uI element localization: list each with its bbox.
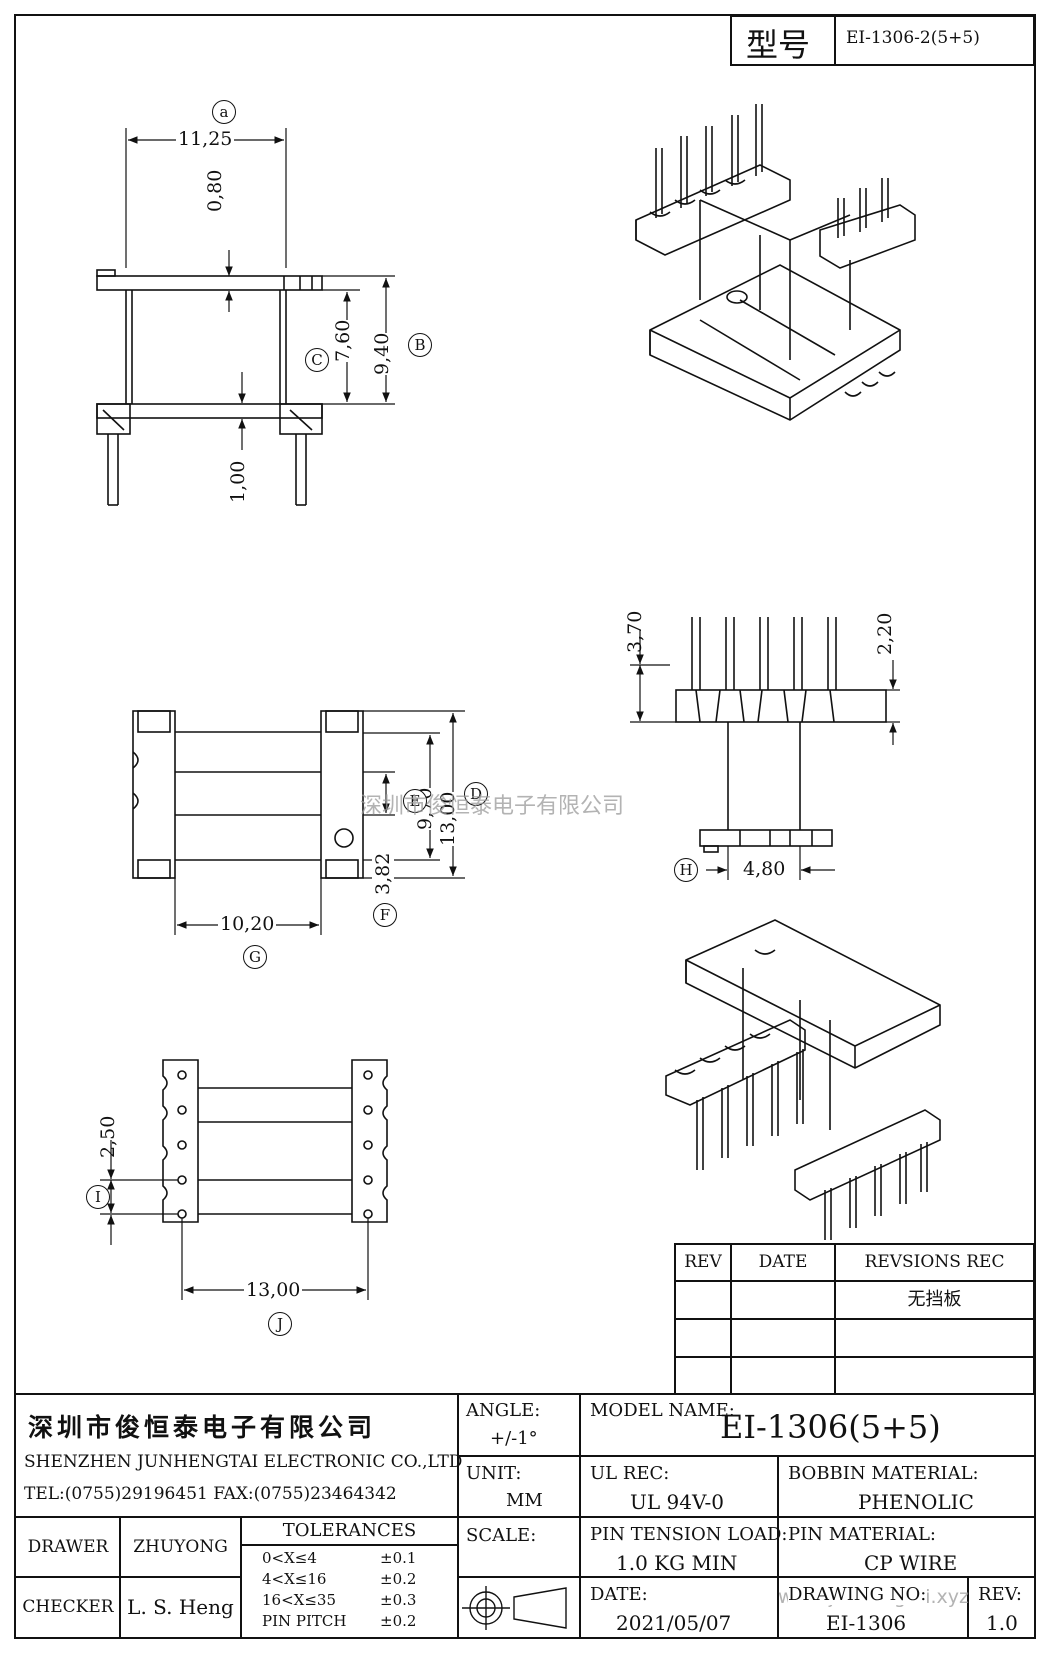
checker-value: L. S. Heng bbox=[127, 1595, 234, 1619]
tolerance-range: 4<X≤16 bbox=[262, 1570, 327, 1588]
projection-symbol bbox=[462, 1586, 567, 1630]
model-name-label: MODEL NAME: bbox=[590, 1400, 735, 1421]
tolerance-value: ±0.3 bbox=[380, 1591, 417, 1609]
unit-label: UNIT: bbox=[466, 1463, 522, 1484]
angle-value: +/-1° bbox=[490, 1428, 538, 1449]
dim-flange-height: 2,20 bbox=[874, 612, 896, 655]
dim-window-height: 7,60 bbox=[332, 319, 354, 362]
dim-core: 3,82 bbox=[372, 852, 394, 895]
bobbin-material-label: BOBBIN MATERIAL: bbox=[788, 1463, 979, 1484]
pin-material-label: PIN MATERIAL: bbox=[788, 1524, 936, 1545]
rev-header-rec: REVSIONS REC bbox=[864, 1252, 1005, 1272]
ref-marker-g: G bbox=[243, 945, 267, 969]
date-label: DATE: bbox=[590, 1584, 648, 1605]
model-name-value: EI-1306(5+5) bbox=[720, 1408, 941, 1446]
ul-value: UL 94V-0 bbox=[630, 1490, 725, 1514]
pin-material-value: CP WIRE bbox=[864, 1551, 958, 1575]
tolerance-value: ±0.2 bbox=[380, 1612, 417, 1630]
model-header-value: EI-1306-2(5+5) bbox=[846, 28, 980, 48]
ref-marker-b: B bbox=[408, 333, 432, 357]
rev-header-rev: REV bbox=[684, 1252, 722, 1272]
ul-label: UL REC: bbox=[590, 1463, 670, 1484]
dim-pitch: 2,50 bbox=[97, 1115, 119, 1158]
tolerances-title: TOLERANCES bbox=[282, 1520, 417, 1541]
drawing-frame bbox=[14, 14, 1036, 1639]
company-contact: TEL:(0755)29196451 FAX:(0755)23464342 bbox=[24, 1484, 397, 1504]
angle-label: ANGLE: bbox=[466, 1400, 541, 1421]
tolerance-range: PIN PITCH bbox=[262, 1612, 347, 1630]
drawing-no-label: DRAWING NO: bbox=[788, 1584, 927, 1605]
ref-marker-d: D bbox=[464, 782, 488, 806]
dim-width: 11,25 bbox=[176, 128, 235, 150]
scale-label: SCALE: bbox=[466, 1525, 537, 1546]
company-name-cn: 深圳市俊恒泰电子有限公司 bbox=[28, 1413, 377, 1442]
dim-pin-length: 3,70 bbox=[624, 610, 646, 653]
drawer-value: ZHUYONG bbox=[133, 1537, 228, 1557]
ref-marker-h: H bbox=[674, 858, 698, 882]
bobbin-material-value: PHENOLIC bbox=[858, 1490, 974, 1514]
date-value: 2021/05/07 bbox=[616, 1611, 732, 1635]
dim-total-height: 9,40 bbox=[371, 332, 393, 375]
company-name-en: SHENZHEN JUNHENGTAI ELECTRONIC CO.,LTD bbox=[24, 1452, 463, 1472]
dim-base-width: 4,80 bbox=[741, 858, 788, 880]
ref-marker-i: I bbox=[86, 1185, 110, 1209]
front-view bbox=[96, 269, 323, 506]
dim-bottom-thickness: 1,00 bbox=[227, 460, 249, 503]
tolerance-range: 0<X≤4 bbox=[262, 1549, 317, 1567]
rev-value: 1.0 bbox=[986, 1611, 1018, 1635]
iso-view-top bbox=[635, 104, 916, 421]
bottom-view bbox=[162, 1059, 388, 1223]
dim-length: 10,20 bbox=[218, 913, 277, 935]
rev-label: REV: bbox=[978, 1584, 1022, 1605]
ref-marker-j: J bbox=[268, 1312, 292, 1336]
iso-view-bottom bbox=[665, 919, 941, 1240]
unit-value: MM bbox=[506, 1490, 543, 1511]
drawer-label: DRAWER bbox=[27, 1537, 109, 1557]
rev-row-1-rec: 无挡板 bbox=[907, 1289, 962, 1310]
model-header-label: 型号 bbox=[746, 26, 811, 64]
checker-label: CHECKER bbox=[22, 1597, 114, 1617]
tolerance-value: ±0.2 bbox=[380, 1570, 417, 1588]
pin-tension-value: 1.0 KG MIN bbox=[616, 1551, 738, 1575]
ref-marker-a: a bbox=[212, 100, 236, 124]
ref-marker-f: F bbox=[373, 903, 397, 927]
pin-tension-label: PIN TENSION LOAD: bbox=[590, 1524, 788, 1545]
ref-marker-c: C bbox=[305, 348, 329, 372]
top-view bbox=[132, 710, 364, 879]
ref-marker-e: E bbox=[403, 789, 427, 813]
side-view bbox=[675, 617, 887, 853]
dim-row-spacing: 13,00 bbox=[244, 1279, 303, 1301]
watermark-company: 深圳市俊恒泰电子有限公司 bbox=[360, 794, 625, 819]
rev-header-date: DATE bbox=[758, 1252, 808, 1272]
dim-top-thickness: 0,80 bbox=[204, 169, 226, 212]
drawing-no-value: EI-1306 bbox=[826, 1611, 907, 1635]
tolerance-value: ±0.1 bbox=[380, 1549, 417, 1567]
tolerance-range: 16<X≤35 bbox=[262, 1591, 336, 1609]
